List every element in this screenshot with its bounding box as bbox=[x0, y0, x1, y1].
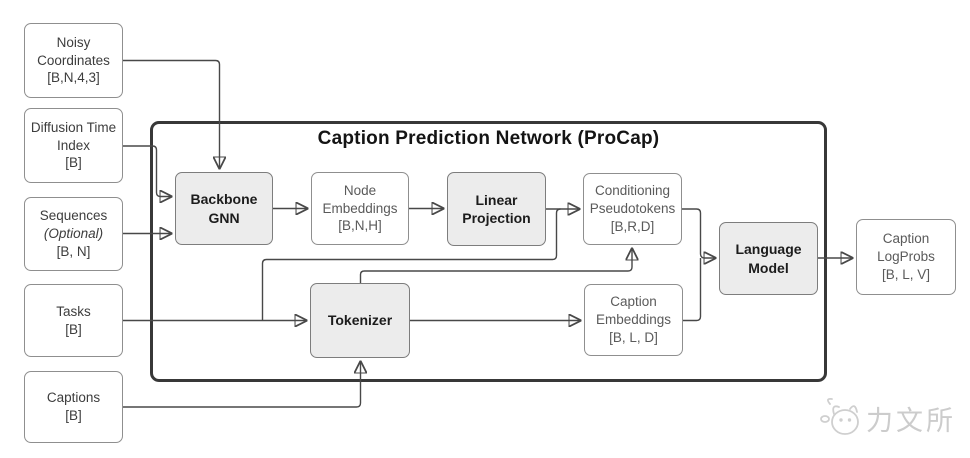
tensor-shape: [B,N,H] bbox=[338, 218, 382, 234]
module-box-linear-projection: Linear Projection bbox=[447, 172, 546, 246]
tensor-shape: [B] bbox=[65, 155, 82, 171]
edge-conditioning-to-language-model bbox=[682, 208, 715, 258]
tensor-shape: [B, L, D] bbox=[609, 329, 658, 345]
edge-noisy-to-backbone bbox=[123, 59, 220, 169]
tensor-shape: [B, N] bbox=[56, 243, 91, 259]
input-box-diffusion-time-index: Diffusion Time Index [B] bbox=[24, 108, 123, 183]
input-box-tasks: Tasks [B] bbox=[24, 284, 123, 357]
data-box-conditioning-pseudotokens: Conditioning Pseudotokens [B,R,D] bbox=[583, 173, 682, 245]
box-label: Language Model bbox=[735, 241, 802, 276]
edge-diffusion-to-backbone bbox=[123, 145, 171, 197]
module-box-backbone-gnn: Backbone GNN bbox=[175, 172, 273, 245]
module-box-tokenizer: Tokenizer bbox=[310, 283, 410, 358]
module-box-language-model: Language Model bbox=[719, 222, 818, 295]
box-label: Diffusion Time Index bbox=[30, 119, 117, 153]
edge-captions-to-tokenizer bbox=[123, 362, 361, 408]
diagram-title: Caption Prediction Network (ProCap) bbox=[317, 128, 660, 149]
input-box-noisy-coordinates: Noisy Coordinates [B,N,4,3] bbox=[24, 23, 123, 98]
box-label: Tasks bbox=[56, 303, 91, 319]
optional-note: (Optional) bbox=[43, 226, 104, 242]
cat-face-icon bbox=[820, 397, 859, 435]
box-label: Linear Projection bbox=[462, 191, 531, 226]
edge-tokenizer-to-conditioning bbox=[359, 249, 633, 283]
box-label: Caption LogProbs bbox=[877, 231, 935, 265]
tensor-shape: [B, L, V] bbox=[881, 266, 931, 282]
box-label: Node Embeddings bbox=[322, 182, 398, 216]
box-label: Noisy Coordinates bbox=[37, 34, 110, 68]
box-label: Conditioning Pseudotokens bbox=[589, 183, 676, 217]
watermark-logo: 力文所 bbox=[818, 394, 956, 442]
watermark-text: 力文所 bbox=[866, 405, 956, 436]
tensor-shape: [B] bbox=[65, 321, 82, 337]
input-box-sequences: Sequences (Optional) [B, N] bbox=[24, 197, 123, 271]
box-label: Captions bbox=[46, 390, 101, 406]
procap-container-frame: Caption Prediction Network (ProCap) bbox=[150, 121, 827, 382]
tensor-shape: [B] bbox=[65, 408, 82, 423]
box-label: Tokenizer bbox=[327, 312, 393, 329]
box-label: Caption Embeddings bbox=[595, 294, 672, 328]
box-label: Backbone GNN bbox=[190, 191, 258, 226]
edge-caption-embeddings-to-language-model bbox=[683, 258, 702, 322]
box-label: Sequences bbox=[39, 208, 108, 224]
data-box-node-embeddings: Node Embeddings [B,N,H] bbox=[311, 172, 409, 245]
input-box-captions: Captions [B] bbox=[24, 371, 123, 443]
data-box-caption-embeddings: Caption Embeddings [B, L, D] bbox=[584, 284, 683, 356]
tensor-shape: [B,R,D] bbox=[610, 218, 655, 234]
tensor-shape: [B,N,4,3] bbox=[47, 70, 100, 86]
output-box-caption-logprobs: Caption LogProbs [B, L, V] bbox=[856, 219, 956, 295]
edge-tasks-branch-to-conditioning bbox=[261, 208, 561, 321]
